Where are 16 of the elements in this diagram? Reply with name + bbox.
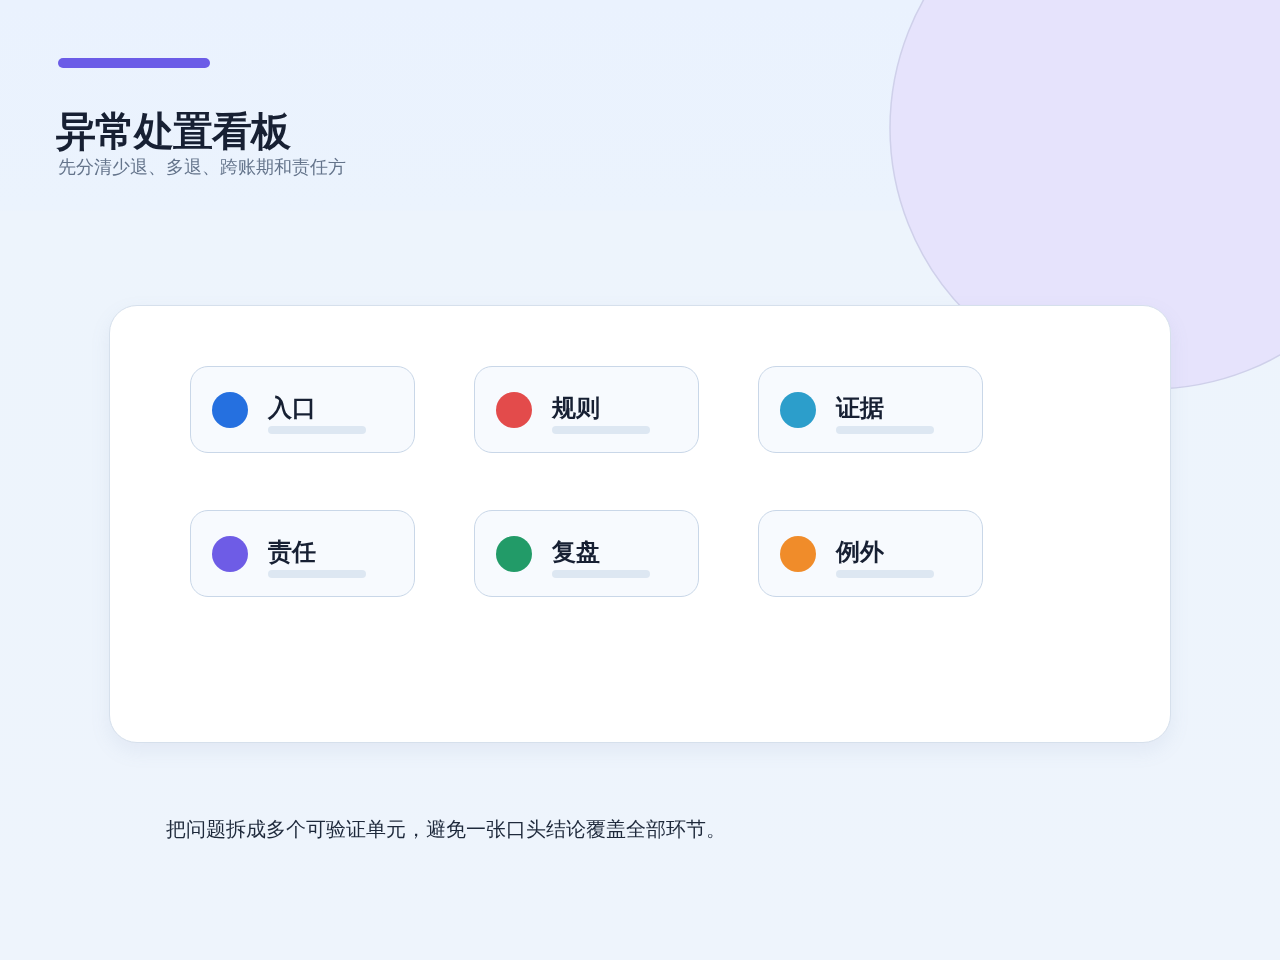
card-title: 证据 [836, 393, 884, 424]
panel [109, 305, 1171, 743]
caption-text: 把问题拆成多个可验证单元，避免一张口头结论覆盖全部环节。 [166, 816, 726, 843]
page-title: 异常处置看板 [56, 107, 290, 156]
card-title: 规则 [552, 393, 600, 424]
subtitle: 先分清少退、多退、跨账期和责任方 [58, 155, 346, 179]
category-card [190, 366, 415, 453]
card-title: 复盘 [552, 537, 600, 568]
card-title: 入口 [268, 393, 316, 424]
category-card [474, 366, 699, 453]
category-card [190, 510, 415, 597]
card-title: 例外 [836, 537, 884, 568]
category-card [758, 366, 983, 453]
category-card [758, 510, 983, 597]
card-title: 责任 [268, 537, 316, 568]
category-card [474, 510, 699, 597]
